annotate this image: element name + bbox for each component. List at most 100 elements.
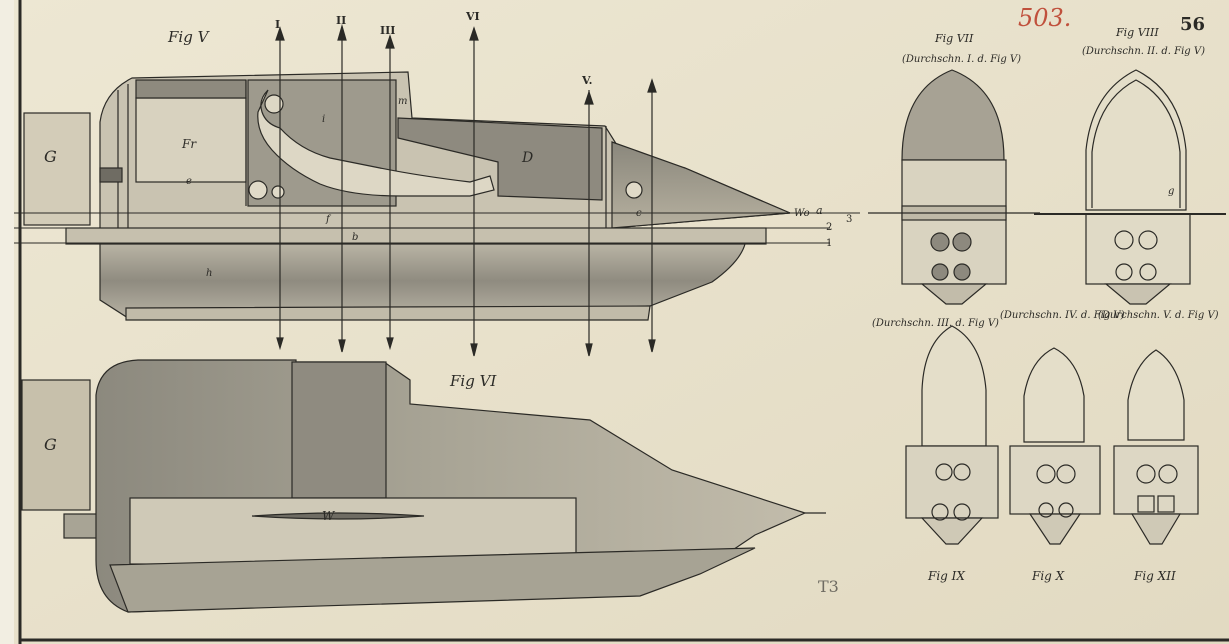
part-e: e bbox=[186, 176, 192, 187]
fig10-cylinder bbox=[1036, 464, 1056, 484]
fig8-cylinder bbox=[1138, 230, 1158, 250]
arrow-tail bbox=[648, 339, 656, 353]
fig7-keel bbox=[920, 283, 988, 305]
fig11-note: (Durchschn. V. d. Fig V) bbox=[1098, 310, 1219, 321]
fig11-cylinder bbox=[1158, 464, 1178, 484]
fig9-note: (Durchschn. III. d. Fig V) bbox=[872, 318, 999, 329]
gear-stack bbox=[99, 167, 123, 183]
fig6-label: Fig VI bbox=[449, 372, 497, 390]
sheet-left-edge bbox=[0, 0, 14, 644]
part-g: g bbox=[1168, 186, 1174, 197]
fig7-dome bbox=[901, 69, 1005, 161]
compartment-d bbox=[397, 117, 603, 201]
part-d: D bbox=[521, 150, 533, 166]
mid-band bbox=[65, 227, 767, 245]
pencil-mark: T3 bbox=[818, 577, 839, 596]
fig9-cylinder bbox=[935, 463, 953, 481]
rudder-stub bbox=[63, 513, 99, 539]
part-g-plan: G bbox=[44, 435, 57, 454]
fig8-note: (Durchschn. II. d. Fig V) bbox=[1082, 46, 1205, 57]
fig9-body bbox=[905, 445, 999, 519]
part-h: h bbox=[206, 268, 212, 279]
fig8-section bbox=[1034, 69, 1226, 305]
fig5-bottom-plate bbox=[125, 305, 651, 321]
wheel bbox=[625, 181, 643, 199]
archive-number: 503. bbox=[1018, 4, 1071, 32]
fig7-cylinder bbox=[931, 263, 949, 281]
fig6-plan-view bbox=[21, 359, 826, 613]
fig8-arch bbox=[1085, 69, 1187, 211]
fig9-keel bbox=[920, 517, 984, 545]
fig10-note: (Durchschn. IV. d. Fig V) bbox=[1000, 310, 1125, 321]
arrow-head bbox=[275, 26, 285, 41]
tank-fr bbox=[135, 97, 247, 183]
fig8-cylinder bbox=[1139, 263, 1157, 281]
part-fr: Fr bbox=[181, 137, 197, 151]
fig5-side-section bbox=[14, 71, 860, 321]
fig10-keel bbox=[1028, 513, 1082, 545]
fig11-label: Fig XII bbox=[1133, 569, 1176, 583]
part-a: a bbox=[816, 204, 823, 217]
fig8-arch-inner bbox=[1091, 79, 1181, 208]
arrow-head bbox=[647, 78, 657, 93]
fig9-section bbox=[905, 325, 999, 545]
section-mark-vi: VI bbox=[465, 10, 480, 23]
arrow-tail bbox=[338, 339, 346, 353]
plan-upper-block bbox=[291, 361, 387, 499]
fig10-label: Fig X bbox=[1031, 569, 1065, 583]
part-f: f bbox=[325, 214, 332, 225]
arrow-head bbox=[469, 26, 479, 41]
spindle-w bbox=[251, 512, 425, 520]
arrow-tail bbox=[470, 343, 478, 357]
fig7-cylinder bbox=[953, 263, 971, 281]
fig11-keel bbox=[1130, 513, 1182, 545]
fig7-label: Fig VII bbox=[934, 32, 974, 45]
section-mark-iii: III bbox=[380, 24, 395, 37]
arrow-head bbox=[385, 34, 395, 49]
plan-lower-keel bbox=[109, 547, 756, 613]
fig5-label: Fig V bbox=[167, 28, 211, 46]
fig9-cylinder bbox=[953, 463, 971, 481]
arrow-tail bbox=[276, 337, 284, 351]
fig8-cylinder bbox=[1114, 230, 1134, 250]
sheet-number: 56 bbox=[1180, 14, 1205, 35]
tank-fr-top-strip bbox=[135, 79, 247, 99]
fig11-cylinder bbox=[1136, 464, 1156, 484]
part-i: i bbox=[322, 114, 325, 125]
part-g-left: G bbox=[44, 147, 57, 166]
part-wo: Wo bbox=[794, 208, 810, 219]
fig10-arch bbox=[1023, 347, 1085, 443]
fig10-cylinder bbox=[1056, 464, 1076, 484]
fig8-body bbox=[1085, 213, 1191, 285]
fig8-keel bbox=[1104, 283, 1172, 305]
fig9-cylinder bbox=[931, 503, 949, 521]
fig11-arch bbox=[1127, 349, 1185, 441]
line-number-3: 3 bbox=[846, 214, 852, 225]
fig11-body bbox=[1113, 445, 1199, 515]
wheel bbox=[271, 185, 285, 199]
line-number-1: 1 bbox=[826, 238, 832, 249]
section-mark-v: V. bbox=[581, 74, 592, 87]
part-m: m bbox=[398, 96, 407, 107]
fig11-box bbox=[1137, 495, 1155, 513]
fig7-note: (Durchschn. I. d. Fig V) bbox=[902, 54, 1021, 65]
fig10-cylinder bbox=[1038, 502, 1054, 518]
fig7-body bbox=[901, 159, 1007, 285]
plan-light-panel bbox=[129, 497, 577, 565]
line-number-2: 2 bbox=[826, 222, 832, 233]
fig11-box bbox=[1157, 495, 1175, 513]
fig10-body bbox=[1009, 445, 1101, 515]
operator-head bbox=[264, 94, 284, 114]
fig10-cylinder bbox=[1058, 502, 1074, 518]
operator-figure bbox=[257, 89, 495, 197]
fig7-section bbox=[868, 69, 1040, 305]
section-mark-ii: II bbox=[336, 14, 346, 27]
fig9-cylinder bbox=[953, 503, 971, 521]
fig9-arch bbox=[921, 325, 987, 447]
arrow-head bbox=[584, 90, 594, 105]
wheel bbox=[248, 180, 268, 200]
fig10-section bbox=[1009, 347, 1101, 545]
fig9-label: Fig IX bbox=[927, 569, 965, 583]
section-arrows bbox=[275, 23, 657, 357]
